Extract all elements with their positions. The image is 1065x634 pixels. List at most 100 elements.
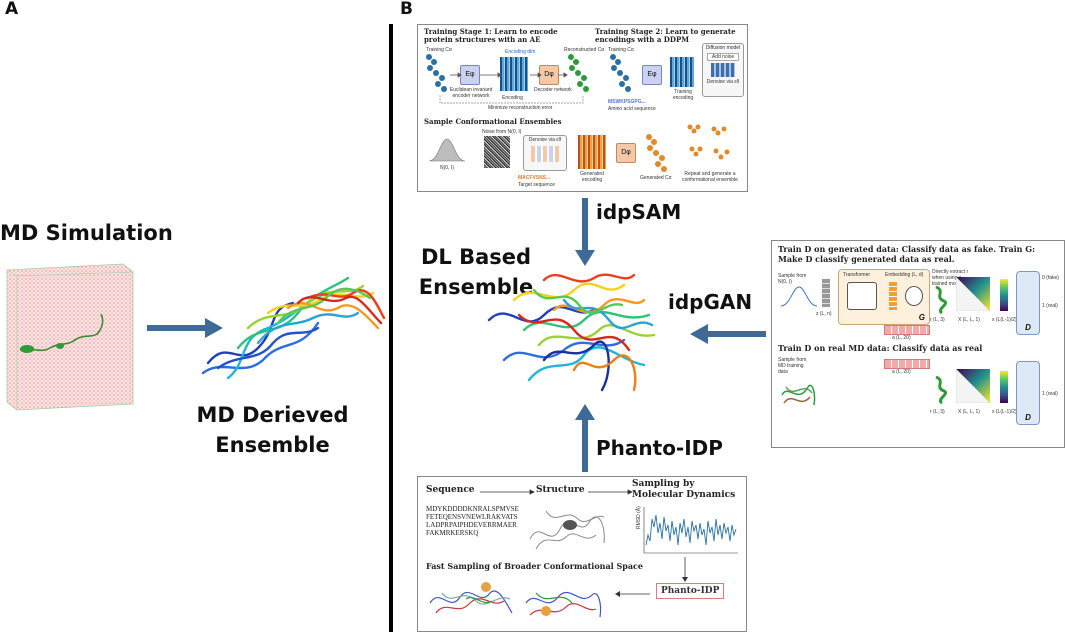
encoding-heatmap [500,57,528,91]
stage2-title: Training Stage 2: Learn to generate enco… [595,28,736,44]
idpsam-label: idpSAM [596,200,682,224]
distance-matrix-2 [956,369,990,403]
md-training-data-icon [781,384,816,406]
idpgan-title-1-line1: Train D on generated data: Classify data… [778,244,1036,254]
denoise-block: Denoise via εθ [523,135,567,171]
structure-head: Structure [536,485,585,495]
arrow-sim-to-ensemble [147,318,223,338]
decoder-2-box: Dφ [616,143,636,163]
sampling-head-line1: Sampling by [632,479,695,489]
normal-label: N(0, I) [440,165,454,171]
idpgan-title-1: Train D on generated data: Classify data… [778,244,1035,264]
aa-seq-code: MSWKPSGPG... [608,99,646,105]
ensemble-chains-icon [687,124,730,160]
generated-structure-icon [935,285,947,315]
left-arrow-from-phanto [615,591,650,597]
r-dim-label-2: r (L, 3) [930,409,945,415]
md-trajectory-plot [643,507,738,554]
phanto-idp-label: Phanto-IDP [596,436,723,460]
md-derived-label-line2: Ensemble [215,433,330,457]
reconstructed-chain-icon [568,54,589,92]
generator-block: Transformer Embedding (L, d) G [838,269,930,325]
dl-ensemble-label-line1: DL Based [420,245,532,269]
generated-chain-icon [646,134,667,172]
transformer-label: Transformer [843,272,871,278]
generated-encoding-label: Generated encoding [580,171,604,183]
md-derived-label-line1: MD Derieved [196,403,349,427]
sampling-head-line2: Molecular Dynamics [632,490,736,500]
diffusion-model-label: Diffusion model [705,45,741,51]
stage1-title-line2: protein structures with an AE [424,35,541,44]
target-seq-label: Target sequence [518,182,555,188]
panel-divider [389,24,393,632]
dl-ensemble-label: DL Based Ensemble [410,242,542,302]
aa-seq-label: Amino acid sequence [608,106,656,112]
arrow-phanto [575,404,595,472]
encoder-label: Euclidean invariant encoder network [449,87,493,99]
training-ca-2-label: Training Cα [608,47,634,53]
target-seq-code: MACFVSNS... [518,175,551,181]
x-tri-label-2: x (L(L-1)/2) [992,409,1017,415]
real-structure-icon [935,375,947,405]
embedding-vector [889,282,897,310]
training-chain-icon [426,54,447,92]
sampling-head: Sampling by Molecular Dynamics [632,479,735,501]
md-simulation-box [6,263,134,411]
a-dim-label-2: a (L, 20) [892,369,911,375]
x-dim-label: X (L, L, 1) [958,317,980,323]
distance-matrix-1 [956,277,990,311]
denoise-layers [531,146,559,162]
sequence-head: Sequence [426,485,475,495]
discriminator-block-2: D [1016,361,1040,425]
transformer-icon [847,282,877,310]
discriminator-block-1: D [1016,271,1040,335]
generated-encoding-heatmap [578,135,606,169]
idpgan-title-1-line2: Make D classify generated data as real. [778,254,955,264]
idpgan-title-2: Train D on real MD data: Classify data a… [778,343,983,353]
g-label: G [918,313,925,322]
fast-sampling-head: Fast Sampling of Broader Conformational … [426,561,644,571]
encoding-dim-label: Encoding dim [505,49,536,55]
repeat-label: Repeat and generate a conformational ens… [682,171,738,183]
training-ca-label: Training Cα [426,47,452,53]
stage2-title-line2: encodings with a DDPM [595,35,689,44]
stage1-arrows [450,72,568,78]
training-encoding-heatmap [670,57,694,87]
seq-line-3: LADPRPAIPHDEVERRMAER [426,521,517,529]
protein-chain [19,313,104,352]
mlp-icon [905,286,923,306]
min-error-label: Minimize reconstruction error [488,105,553,111]
denoise-via-label: Denoise via εθ [528,137,562,143]
real-label-1: 1 (real) [1042,303,1058,309]
noise-image [484,136,510,168]
d-label-2: D [1025,413,1031,422]
noisy-encoding [711,63,735,77]
r-dim-label: r (L, 3) [930,317,945,323]
decoder-label: Decoder network [534,87,572,93]
phanto-idp-box-label: Phanto-IDP [656,583,725,599]
md-derived-label: MD Derieved Ensemble [190,400,355,460]
sample-from-label: Sample from N(0, I) [778,273,807,285]
arrow-idpgan [690,324,766,344]
seq-line-2: FETEQENSVNEWLRAKVATS [426,513,518,521]
x-tri-vector-2 [1000,371,1008,403]
min-error-bracket [439,95,584,104]
z-dim-label: z (L, n) [816,311,832,317]
idpgan-figure-box: Train D on generated data: Classify data… [771,240,1065,448]
dl-ensemble-image [487,273,656,392]
x-dim-label-2: X (L, L, 1) [958,409,980,415]
x-tri-vector [1000,279,1008,311]
denoise-label: Denoise via εθ [706,79,740,85]
md-simulation-label: MD Simulation [0,221,173,245]
encoding-label: Encoding [502,95,523,101]
noise-from-label: Noise from N(0, I) [482,129,522,135]
sampled-structures-image [429,582,602,618]
stage1-title-line1: Training Stage 1: Learn to encode [424,27,558,36]
panel-a-letter: A [5,0,19,19]
sequence-text: MDYKDDDDKNRALSPMVSE FETEQENSVNEWLRAKVATS… [426,505,519,537]
a-dim-label-1: a (L, 20) [892,335,911,341]
add-noise-label: Add noise [707,53,739,61]
md-derived-ensemble-image [201,276,386,380]
stage1-title: Training Stage 1: Learn to encode protei… [424,28,558,44]
generated-ca-label: Generated Cα [640,175,672,181]
